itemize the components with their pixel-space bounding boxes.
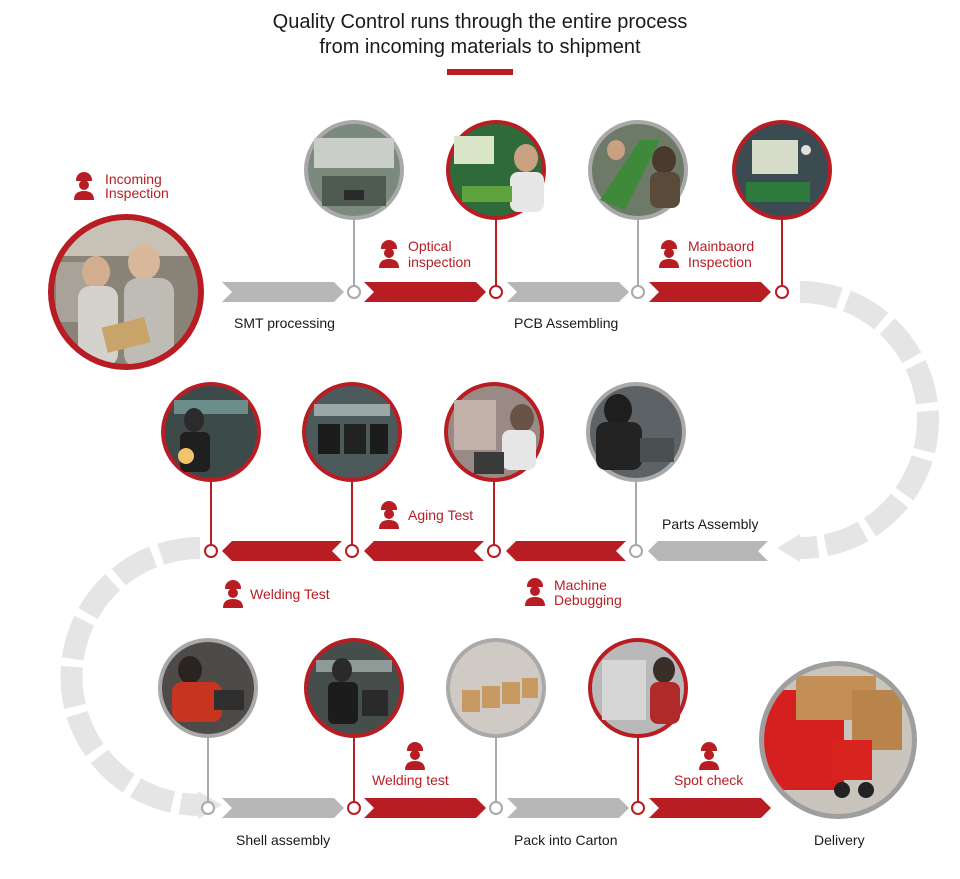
step-delivery: Delivery (814, 832, 865, 848)
qc-mainboard-label-2: Inspection (688, 254, 752, 270)
flow-arrow-r3-3 (507, 798, 629, 818)
step-smt-processing: SMT processing (234, 315, 335, 331)
qc-optical-label-2: inspection (408, 254, 471, 270)
stem-smt-machine-photo (304, 120, 404, 298)
flow-arrow-r2-1 (648, 541, 768, 561)
worker-icon (525, 578, 545, 606)
stem-spot-check-photo (588, 638, 688, 814)
flow-arrow-r2-2 (506, 541, 626, 561)
step-pack-into-carton: Pack into Carton (514, 832, 618, 848)
step-parts-assembly: Parts Assembly (662, 516, 758, 532)
stem-welding-test-photo (161, 382, 261, 557)
worker-icon (659, 240, 679, 268)
qc-optical-label-1: Optical (408, 238, 452, 254)
stem-optical-inspection-photo (446, 120, 546, 298)
stem-pcb-assembling-photo (588, 120, 688, 298)
flow-arrow-r1-4 (649, 282, 771, 302)
qc-spot-check-label: Spot check (674, 772, 743, 788)
flow-arrow-r3-4 (649, 798, 771, 818)
qc-welding-test-lower-label: Welding test (372, 772, 449, 788)
delivery-photo (764, 666, 912, 814)
qc-machine-label-2: Debugging (554, 592, 622, 608)
qc-machine-label-1: Machine (554, 577, 607, 593)
flow-arrow-r2-3 (364, 541, 484, 561)
worker-icon (405, 742, 425, 770)
flow-arrow-r1-3 (507, 282, 629, 302)
qc-mainboard-label-1: Mainbaord (688, 238, 754, 254)
flow-arrow-r3-2 (364, 798, 486, 818)
step-pcb-assembling: PCB Assembling (514, 315, 618, 331)
stem-machine-debugging-photo (444, 382, 544, 557)
flow-arrow-r3-1 (222, 798, 344, 818)
worker-icon (379, 501, 399, 529)
worker-icon (74, 172, 94, 200)
stem-mainboard-inspection-photo (732, 120, 832, 298)
flow-arrow-r2-4 (222, 541, 342, 561)
worker-icon (223, 580, 243, 608)
loop-arrow-right-head (777, 534, 800, 562)
worker-icon (379, 240, 399, 268)
qc-incoming-label-2: Inspection (105, 185, 169, 201)
step-shell-assembly: Shell assembly (236, 832, 330, 848)
flow-arrow-r1-1 (222, 282, 344, 302)
qc-welding-test-upper-label: Welding Test (250, 586, 330, 602)
stem-aging-test-photo-1 (302, 382, 402, 557)
loop-arrow-right (800, 292, 928, 548)
qc-aging-label: Aging Test (408, 507, 473, 523)
stem-pack-into-carton-photo (446, 638, 546, 814)
stem-shell-assembly-photo (158, 638, 258, 814)
flow-arrow-r1-2 (364, 282, 486, 302)
worker-icon (699, 742, 719, 770)
